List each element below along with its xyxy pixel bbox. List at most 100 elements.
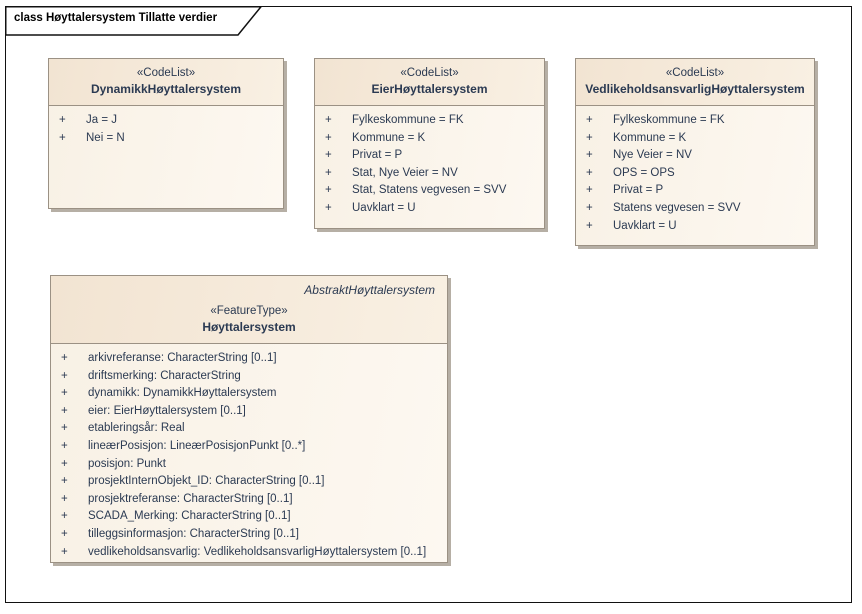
visibility-marker: +	[325, 114, 332, 126]
visibility-marker: +	[61, 492, 68, 505]
visibility-marker: +	[61, 545, 68, 558]
class-attribute-row: +Nei = N	[49, 130, 283, 148]
class-attribute-row: + SCADA_Merking: CharacterString [0..1]	[51, 508, 447, 526]
attribute-text: Kommune = K	[352, 131, 426, 144]
attribute-text: Nei = N	[86, 131, 125, 144]
visibility-marker: +	[586, 184, 593, 197]
visibility-marker: +	[61, 352, 68, 364]
attribute-text: OPS = OPS	[613, 166, 675, 179]
attribute-text: Privat = P	[352, 149, 403, 162]
class-attribute-row: +Statens vegvesen = SVV	[576, 200, 814, 218]
attribute-text: Fylkeskommune = FK	[352, 114, 464, 126]
attribute-text: Stat, Statens vegvesen = SVV	[352, 184, 507, 197]
class-stereotype: «CodeList»	[665, 67, 725, 79]
attribute-text: etableringsår: Real	[88, 422, 185, 435]
class-attribute-row: +etableringsår: Real	[51, 420, 447, 438]
class-header: «CodeList» EierHøyttalersystem	[315, 59, 544, 106]
visibility-marker: +	[61, 475, 68, 488]
class-box-vedlikeholdsansvarlig-hoyttalersystem[interactable]: «CodeList» VedlikeholdsansvarligHøyttale…	[575, 58, 815, 246]
class-name: DynamikkHøyttalersystem	[90, 82, 242, 96]
visibility-marker: +	[61, 404, 68, 417]
class-attribute-row: + posisjon: Punkt	[51, 456, 447, 474]
class-attribute-row: + dynamikk: DynamikkHøyttalersystem	[51, 385, 447, 403]
diagram-title: class Høyttalersystem Tillatte verdier	[14, 12, 218, 24]
class-attribute-row: + vedlikeholdsansvarlig: Vedlikeholdsansv…	[51, 544, 447, 562]
class-stereotype: «CodeList»	[136, 67, 196, 79]
visibility-marker: +	[586, 114, 593, 126]
attribute-text: driftsmerking: CharacterString	[88, 369, 241, 382]
visibility-marker: +	[61, 369, 68, 382]
visibility-marker: +	[586, 131, 593, 144]
class-attribute-list: + Fylkeskommune = FK + Kommune = K + Nye Veie…	[576, 106, 814, 235]
visibility-marker: +	[61, 387, 68, 400]
class-header: «CodeList» DynamikkHøyttalersystem	[49, 59, 283, 106]
attribute-text: vedlikeholdsansvarlig: Vedlikeholdsansva…	[88, 545, 427, 558]
attribute-text: SCADA_Merking: CharacterString [0..1]	[88, 510, 291, 523]
class-stereotype: «FeatureType»	[210, 305, 288, 317]
class-attribute-row: + prosjektInternObjekt_ID: CharacterStrin…	[51, 473, 447, 491]
class-attribute-row: + Uavklart = U	[576, 218, 814, 236]
attribute-text: Nye Veier = NV	[613, 149, 692, 162]
class-header: AbstraktHøyttalersystem «FeatureType» Hø…	[51, 276, 447, 344]
attribute-text: Stat, Nye Veier = NV	[352, 166, 458, 179]
frame-tab	[5, 6, 263, 36]
class-attribute-row: + Stat, Nye Veier = NV	[315, 165, 544, 183]
visibility-marker: +	[325, 131, 332, 144]
class-attribute-row: + Fylkeskommune = FK	[315, 112, 544, 130]
class-stereotype: «CodeList»	[400, 67, 459, 79]
frame-tab-shape	[5, 6, 263, 36]
class-attribute-row: + Stat, Statens vegvesen = SVV	[315, 182, 544, 200]
attribute-text: Privat = P	[613, 184, 664, 197]
class-attribute-row: + lineærPosisjon: LineærPosisjonPunkt [0.…	[51, 438, 447, 456]
parent-class-label: AbstraktHøyttalersystem	[304, 283, 435, 297]
visibility-marker: +	[325, 184, 332, 197]
attribute-text: Kommune = K	[613, 131, 687, 144]
class-name: Høyttalersystem	[202, 320, 296, 334]
attribute-text: lineærPosisjon: LineærPosisjonPunkt [0..…	[88, 439, 306, 452]
class-attribute-row: +Privat = P	[315, 147, 544, 165]
class-name: EierHøyttalersystem	[371, 82, 488, 96]
class-box-eier-hoyttalersystem[interactable]: «CodeList» EierHøyttalersystem + Fylkesko…	[314, 58, 545, 229]
visibility-marker: +	[59, 114, 66, 126]
visibility-marker: +	[61, 510, 68, 523]
visibility-marker: +	[61, 439, 68, 452]
class-attribute-row: + Privat = P	[576, 182, 814, 200]
class-attribute-list: +Fylkeskommune = FK+Kommune = K+Privat =…	[315, 106, 544, 218]
visibility-marker: +	[61, 457, 68, 470]
attribute-text: Uavklart = U	[613, 219, 677, 232]
class-attribute-row: + Kommune = K	[315, 130, 544, 148]
class-box-dynamikk-hoyttalersystem[interactable]: «CodeList» DynamikkHøyttalersystem + Ja =…	[48, 58, 284, 209]
visibility-marker: +	[586, 166, 593, 179]
class-box-hoyttalersystem[interactable]: AbstraktHøyttalersystem «FeatureType» Hø…	[50, 275, 448, 563]
visibility-marker: +	[586, 201, 593, 214]
visibility-marker: +	[325, 201, 332, 214]
attribute-text: Uavklart = U	[352, 201, 416, 214]
attribute-text: arkivreferanse: CharacterString [0..1]	[88, 352, 277, 364]
attribute-text: tilleggsinformasjon: CharacterString [0.…	[88, 527, 299, 540]
attribute-text: Ja = J	[86, 114, 118, 126]
class-attribute-list: + Ja = J +Nei = N	[49, 106, 283, 147]
attribute-text: prosjektreferanse: CharacterString [0..1…	[88, 492, 293, 505]
visibility-marker: +	[61, 527, 68, 540]
class-attribute-list: + arkivreferanse: CharacterString [0..1] +…	[51, 344, 447, 561]
attribute-text: dynamikk: DynamikkHøyttalersystem	[88, 387, 277, 400]
class-attribute-row: + Ja = J	[49, 112, 283, 130]
attribute-text: Fylkeskommune = FK	[613, 114, 725, 126]
class-attribute-row: + eier: EierHøyttalersystem [0..1]	[51, 403, 447, 421]
class-attribute-row: + tilleggsinformasjon: CharacterString [0…	[51, 526, 447, 544]
diagram-frame	[5, 6, 852, 603]
visibility-marker: +	[586, 219, 593, 232]
attribute-text: eier: EierHøyttalersystem [0..1]	[88, 404, 246, 417]
class-header: «CodeList» VedlikeholdsansvarligHøyttale…	[576, 59, 814, 106]
attribute-text: prosjektInternObjekt_ID: CharacterString…	[88, 475, 325, 488]
class-attribute-row: + OPS = OPS	[576, 165, 814, 183]
class-name: VedlikeholdsansvarligHøyttalersystem	[585, 82, 805, 96]
class-attribute-row: + Kommune = K	[576, 130, 814, 148]
class-attribute-row: + driftsmerking: CharacterString	[51, 368, 447, 386]
visibility-marker: +	[325, 166, 332, 179]
visibility-marker: +	[586, 149, 593, 162]
class-attribute-row: + Nye Veier = NV	[576, 147, 814, 165]
attribute-text: posisjon: Punkt	[88, 457, 166, 470]
class-attribute-row: + Fylkeskommune = FK	[576, 112, 814, 130]
